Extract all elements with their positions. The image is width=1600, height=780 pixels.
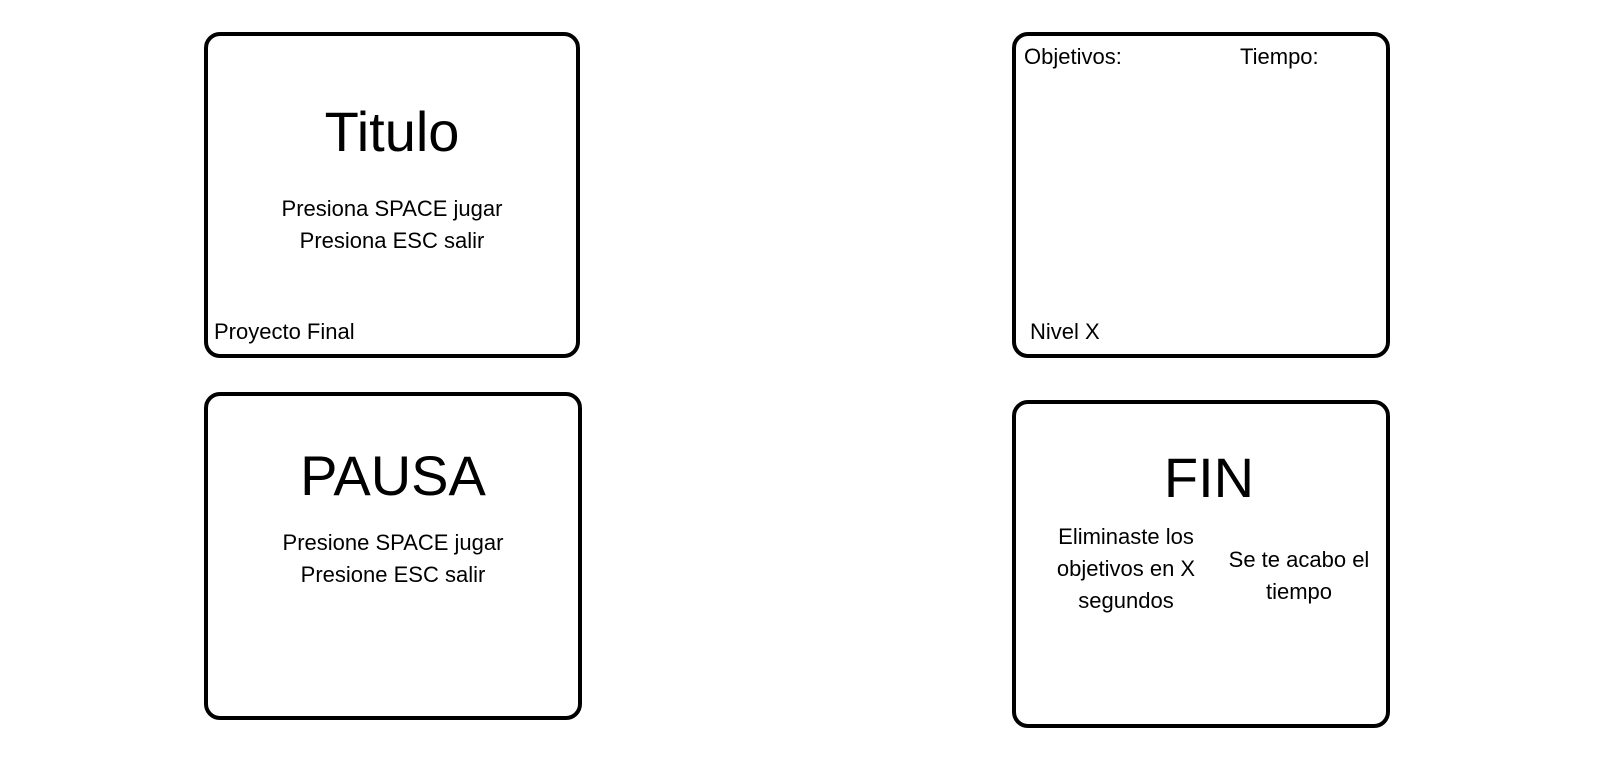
- title-screen-heading: Titulo: [324, 100, 460, 163]
- pause-screen-instructions: Presione SPACE jugar Presione ESC salir: [208, 527, 578, 591]
- pause-screen-card: PAUSA Presione SPACE jugar Presione ESC …: [204, 392, 582, 720]
- pause-screen-heading: PAUSA: [300, 444, 486, 507]
- title-screen-play-instruction: Presiona SPACE jugar: [281, 196, 503, 221]
- objectives-label: Objetivos:: [1024, 44, 1122, 69]
- title-screen-exit-instruction: Presiona ESC salir: [299, 228, 485, 253]
- level-screen-card: Objetivos: Tiempo: Nivel X: [1012, 32, 1390, 358]
- end-screen-card: FIN Eliminaste los objetivos en X segund…: [1012, 400, 1390, 728]
- time-label: Tiempo:: [1240, 44, 1319, 69]
- title-screen-card: Titulo Presiona SPACE jugar Presiona ESC…: [204, 32, 580, 358]
- pause-screen-play-instruction: Presione SPACE jugar: [282, 530, 504, 555]
- level-label: Nivel X: [1030, 319, 1100, 344]
- end-lose-message: Se te acabo el tiempo: [1228, 547, 1370, 604]
- project-label: Proyecto Final: [214, 319, 355, 344]
- end-screen-heading: FIN: [1163, 446, 1255, 509]
- title-screen-instructions: Presiona SPACE jugar Presiona ESC salir: [208, 193, 576, 257]
- end-win-message: Eliminaste los objetivos en X segundos: [1056, 524, 1196, 613]
- pause-screen-exit-instruction: Presione ESC salir: [300, 562, 486, 587]
